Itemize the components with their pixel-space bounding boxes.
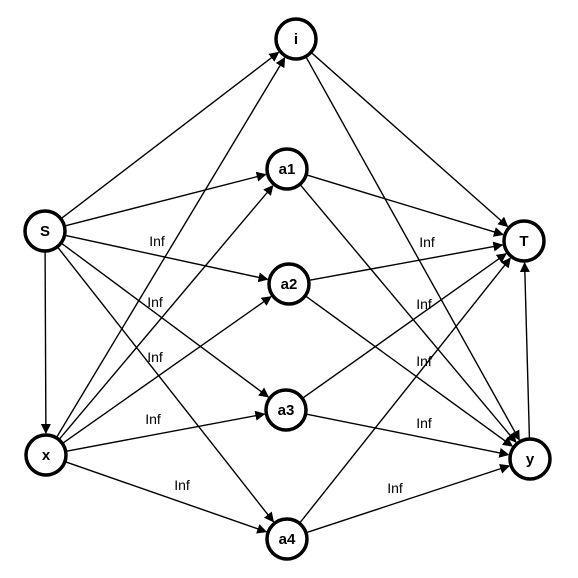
edge-S-to-a2 (65, 234, 269, 283)
edge-S-to-a3 (61, 242, 270, 398)
edge-x-to-a1 (58, 185, 274, 440)
edge-a4-to-y (306, 463, 511, 534)
edge-a1-to-y (299, 184, 517, 443)
edge-a2-to-T (309, 241, 504, 281)
edge-a1-to-T (306, 174, 504, 237)
edge-x-to-a2 (62, 296, 272, 444)
edge-S-to-a4 (57, 247, 275, 523)
node-label-a1: a1 (279, 161, 296, 178)
edge-label-x-to-a4: Inf (174, 477, 190, 493)
node-y: y (508, 437, 552, 481)
node-label-i: i (294, 31, 298, 48)
edge-label-a4-to-y: Inf (387, 480, 403, 496)
node-circle-a3 (264, 388, 308, 432)
edge-y-to-T (519, 261, 531, 439)
node-x: x (24, 433, 68, 477)
edge-S-to-i (61, 51, 280, 219)
edge-i-to-T (311, 52, 509, 228)
edge-label-x-to-a3: Inf (145, 411, 161, 427)
node-S: S (23, 209, 67, 253)
edge-a3-to-y (306, 413, 510, 458)
edge-label-a3-to-y: Inf (416, 415, 432, 431)
node-circle-T (502, 219, 546, 263)
node-circle-a2 (267, 262, 311, 306)
edge-x-to-a4 (65, 461, 268, 534)
node-label-x: x (42, 447, 51, 464)
node-a1: a1 (265, 147, 309, 191)
node-a4: a4 (265, 517, 309, 561)
edge-S-to-x (40, 251, 51, 435)
node-a2: a2 (267, 262, 311, 306)
edge-a3-to-T (302, 253, 507, 399)
edge-a2-to-y (305, 295, 514, 447)
node-a3: a3 (264, 388, 308, 432)
node-label-a3: a3 (278, 402, 295, 419)
edge-S-to-a1 (65, 171, 267, 227)
node-label-y: y (526, 451, 535, 468)
node-circle-S (23, 209, 67, 253)
node-circle-i (274, 17, 318, 61)
edges-layer (40, 51, 531, 534)
nodes-layer: Si a1 a2 a3 a4 x Ty (23, 17, 552, 561)
node-T: T (502, 219, 546, 263)
node-label-T: T (519, 233, 528, 250)
edge-i-to-y (305, 57, 520, 441)
edge-a4-to-T (299, 257, 511, 523)
node-label-a4: a4 (279, 531, 296, 548)
node-label-S: S (40, 223, 50, 240)
edge-label-a1-to-y: Inf (416, 296, 432, 312)
node-label-a2: a2 (281, 276, 298, 293)
node-circle-y (508, 437, 552, 481)
node-i: i (274, 17, 318, 61)
edge-label-a2-to-T: Inf (419, 234, 435, 250)
edge-label-S-to-a4: Inf (147, 349, 163, 365)
edge-label-S-to-a3: Inf (147, 294, 163, 310)
edge-label-S-to-a2: Inf (149, 233, 165, 249)
node-circle-a1 (265, 147, 309, 191)
edge-label-a2-to-y: Inf (416, 353, 432, 369)
edge-x-to-i (56, 56, 286, 438)
edge-x-to-a3 (66, 410, 266, 452)
node-circle-a4 (265, 517, 309, 561)
node-circle-x (24, 433, 68, 477)
